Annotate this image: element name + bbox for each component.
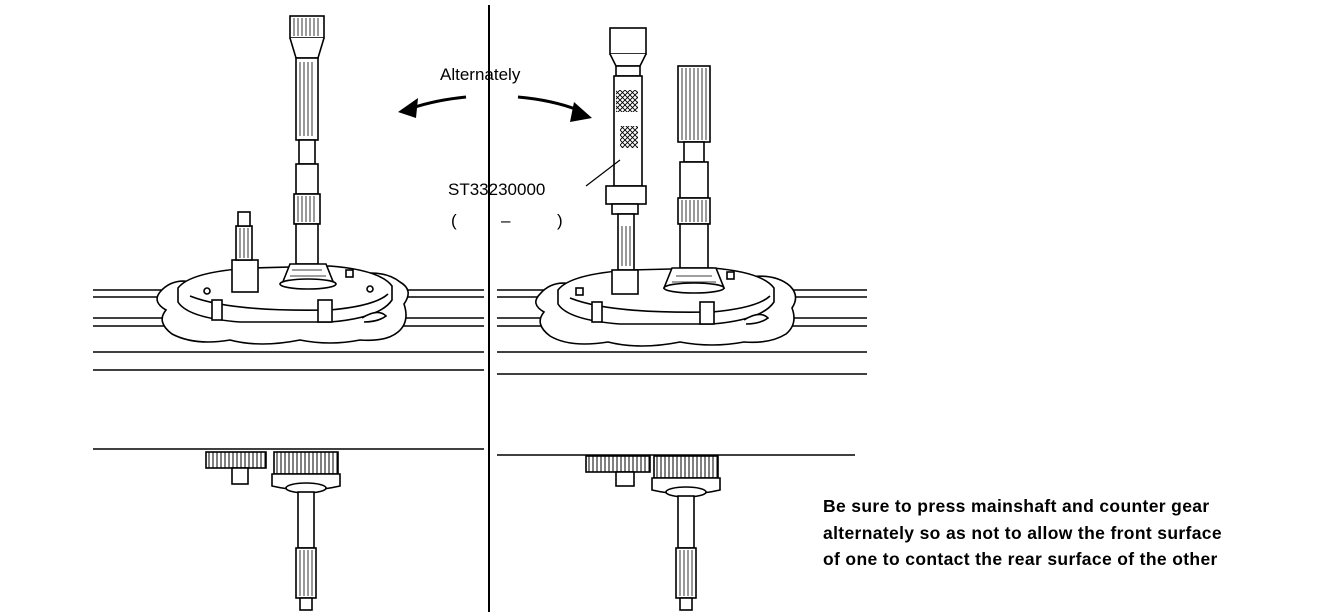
tool-dash: – [501, 211, 511, 230]
note-line-1: Be sure to press mainshaft and counter g… [823, 496, 1210, 516]
note-line-2: alternately so as not to allow the front… [823, 522, 1222, 543]
arrow-left-head [398, 98, 418, 118]
right-view [497, 27, 867, 611]
left-view [93, 15, 484, 611]
tool-paren-open: ( [451, 211, 457, 230]
tool-number-label: ST33230000 [448, 180, 545, 199]
arrow-right-icon [517, 95, 579, 112]
arrow-left-icon [411, 95, 467, 110]
arrow-right-head [570, 102, 592, 122]
instruction-note: Be sure to press mainshaft and counter g… [823, 493, 1338, 573]
alternately-label: Alternately [440, 65, 521, 84]
note-line-3: of one to contact the rear surface of th… [823, 549, 1218, 569]
tool-paren-close: ) [557, 211, 563, 230]
